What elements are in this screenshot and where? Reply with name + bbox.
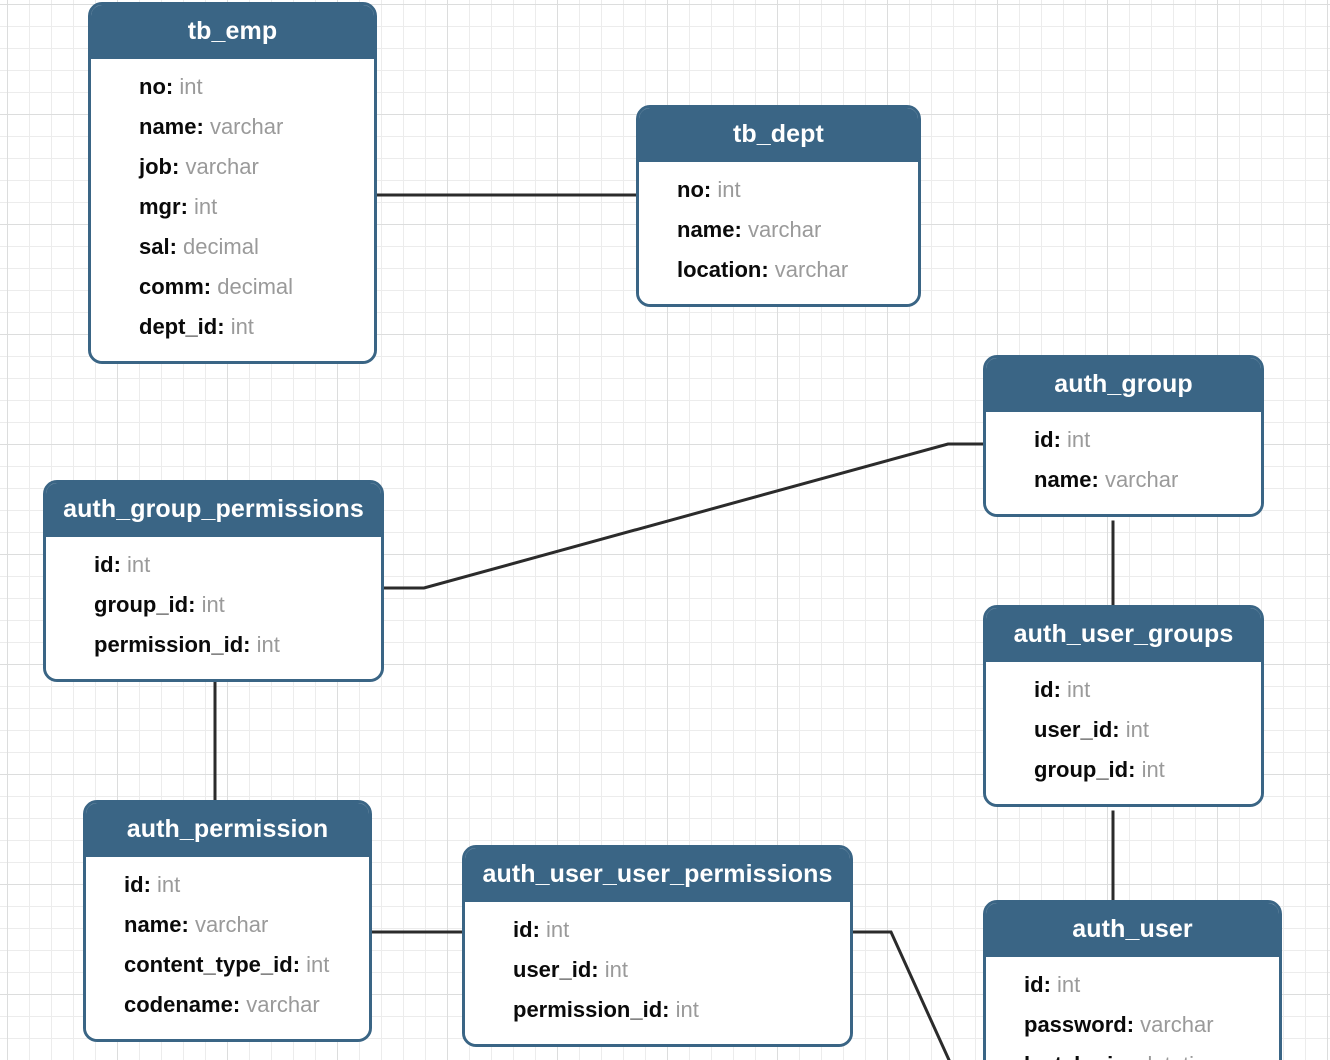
entity-fields-tb_dept: no: int name: varchar location: varchar [639, 162, 918, 304]
field-row: id: int [1034, 677, 1091, 702]
field-row: id: int [124, 872, 181, 897]
entity-title-auth_user_user_permissions: auth_user_user_permissions [465, 848, 850, 902]
entity-title-auth_group_permissions: auth_group_permissions [46, 483, 381, 537]
field-row: group_id: int [1034, 757, 1165, 782]
entity-tb_dept[interactable]: tb_dept no: int name: varchar location: … [636, 105, 921, 307]
entity-title-auth_permission: auth_permission [86, 803, 369, 857]
field-row: name: varchar [677, 217, 822, 242]
entity-auth_group_permissions[interactable]: auth_group_permissions id: int group_id:… [43, 480, 384, 682]
field-row: permission_id: int [94, 632, 280, 657]
field-row: sal: decimal [139, 234, 259, 259]
entity-fields-auth_group_permissions: id: int group_id: int permission_id: int [46, 537, 381, 679]
field-row: id: int [1024, 972, 1081, 997]
field-row: name: varchar [124, 912, 269, 937]
entity-fields-auth_user_groups: id: int user_id: int group_id: int [986, 662, 1261, 804]
field-row: user_id: int [513, 957, 628, 982]
field-row: id: int [94, 552, 151, 577]
entity-auth_user_groups[interactable]: auth_user_groups id: int user_id: int gr… [983, 605, 1264, 807]
entity-fields-auth_permission: id: int name: varchar content_type_id: i… [86, 857, 369, 1039]
field-row: permission_id: int [513, 997, 699, 1022]
field-row: group_id: int [94, 592, 225, 617]
entity-auth_permission[interactable]: auth_permission id: int name: varchar co… [83, 800, 372, 1042]
entity-fields-auth_group: id: int name: varchar [986, 412, 1261, 514]
field-row: no: int [677, 177, 741, 202]
entity-title-auth_user_groups: auth_user_groups [986, 608, 1261, 662]
entity-title-tb_dept: tb_dept [639, 108, 918, 162]
entity-auth_user[interactable]: auth_user id: int password: varchar last… [983, 900, 1282, 1060]
field-row: codename: varchar [124, 992, 320, 1017]
field-row: content_type_id: int [124, 952, 330, 977]
entity-auth_user_user_permissions[interactable]: auth_user_user_permissions id: int user_… [462, 845, 853, 1047]
field-row: id: int [1034, 427, 1091, 452]
entity-title-auth_user: auth_user [986, 903, 1279, 957]
entity-tb_emp[interactable]: tb_emp no: int name: varchar job: varcha… [88, 2, 377, 364]
connector-auth_group_permissions-auth_group [382, 442, 987, 590]
entity-title-auth_group: auth_group [986, 358, 1261, 412]
field-row: mgr: int [139, 194, 218, 219]
entity-fields-auth_user_user_permissions: id: int user_id: int permission_id: int [465, 902, 850, 1044]
field-row: no: int [139, 74, 203, 99]
entity-auth_group[interactable]: auth_group id: int name: varchar [983, 355, 1264, 517]
field-row: last_login: datetime [986, 1045, 1279, 1060]
field-row: name: varchar [139, 114, 284, 139]
field-row: dept_id: int [139, 314, 254, 339]
connector-auth_user_user_permissions-auth_user [851, 930, 951, 1060]
field-row: id: int [513, 917, 570, 942]
entity-fields-tb_emp: no: int name: varchar job: varchar mgr: … [91, 59, 374, 361]
field-row: password: varchar [1024, 1012, 1214, 1037]
field-row: name: varchar [1034, 467, 1179, 492]
entity-title-tb_emp: tb_emp [91, 5, 374, 59]
field-row: location: varchar [677, 257, 849, 282]
field-row: user_id: int [1034, 717, 1149, 742]
field-row: comm: decimal [139, 274, 294, 299]
field-row: job: varchar [139, 154, 259, 179]
entity-fields-auth_user: id: int password: varchar last_login: da… [986, 957, 1279, 1060]
